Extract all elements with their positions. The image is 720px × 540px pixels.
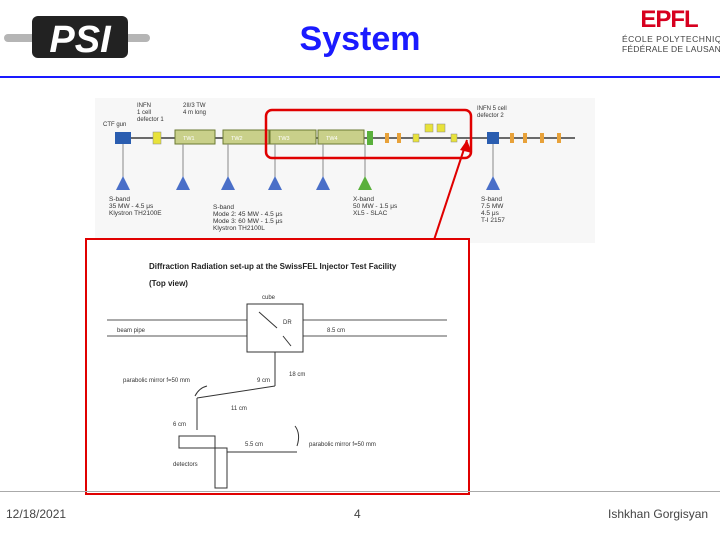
tw-section-3-label: TW3: [278, 136, 290, 142]
tw-section-1-label: TW1: [183, 136, 195, 142]
dist-9-label: 9 cm: [257, 378, 270, 384]
ctf-gun-label: CTF gun: [103, 122, 126, 128]
parabolic-mirror-right: [294, 425, 300, 447]
klystron-triangle: [316, 176, 330, 190]
psi-logo-text: PSI: [49, 19, 112, 60]
mirror-right-label: parabolic mirror f=50 mm: [309, 442, 376, 448]
chicane-dipole: [450, 133, 458, 143]
tw-section-2-label: TW2: [231, 136, 243, 142]
sband-right-label-2: 7.5 MW: [481, 203, 504, 210]
dist-85-label: 8.5 cm: [327, 328, 345, 334]
defector-2-label-2: defector 2: [477, 113, 504, 119]
epfl-logo-text: EPFL: [640, 6, 698, 30]
dr-setup-diagram: Diffraction Radiation set-up at the Swis…: [107, 262, 447, 489]
defector-1-label-1: INFN: [137, 103, 151, 109]
sband-mid-label-2: Mode 2: 45 MW - 4.5 μs: [213, 211, 283, 218]
cube-mirror: [282, 335, 292, 347]
dist-18-label: 18 cm: [289, 372, 305, 378]
chicane-dipole: [424, 123, 434, 133]
sband-right-label-1: S-band: [481, 196, 502, 203]
klystron-triangle: [221, 176, 235, 190]
sband-right-label-4: T-I 2157: [481, 217, 505, 224]
detector-body: [214, 447, 228, 489]
xband-label-1: X-band: [353, 196, 374, 203]
mirror-left-label: parabolic mirror f=50 mm: [123, 378, 190, 384]
defector-1: [152, 131, 162, 145]
chicane-dipole: [436, 123, 446, 133]
defector-2: [487, 132, 499, 144]
sband-mid-label-1: S-band: [213, 204, 234, 211]
sband-mid-label-3: Mode 3: 60 MW - 1.5 μs: [213, 218, 283, 225]
dist-6-label: 6 cm: [173, 422, 186, 428]
xband-cavity: [367, 131, 373, 145]
tw-section-4: TW4: [317, 129, 365, 145]
detectors-label: detectors: [173, 462, 198, 468]
parabolic-mirror-left: [194, 385, 208, 397]
tw-section-3: TW3: [269, 129, 317, 145]
magnet: [397, 133, 401, 143]
klystron-triangle-xband: [358, 176, 372, 190]
page-number: 4: [354, 507, 361, 521]
sband-right-label-3: 4.5 μs: [481, 210, 500, 217]
detector-top: [178, 435, 216, 449]
footer-divider: [0, 491, 720, 492]
dist-55-label: 5.5 cm: [245, 442, 263, 448]
magnet: [510, 133, 514, 143]
dr-label: DR: [283, 320, 292, 326]
dist-11-label: 11 cm: [231, 406, 247, 412]
xband-label-2: 50 MW - 1.5 μs: [353, 203, 398, 210]
defector-2-label-1: INFN 5 cell: [477, 106, 507, 112]
sband-mid-label-4: Klystron TH2100L: [213, 225, 265, 232]
epfl-name-line-2: FÉDÉRALE DE LAUSANNE: [622, 44, 720, 54]
epfl-logo: EPFL ÉCOLE POLYTECHNIQUE FÉDÉRALE DE LAU…: [622, 6, 720, 56]
ctf-gun: [115, 132, 131, 144]
dr-setup-panel: Diffraction Radiation set-up at the Swis…: [85, 238, 470, 495]
setup-title: Diffraction Radiation set-up at the Swis…: [149, 262, 397, 271]
magnet: [540, 133, 544, 143]
klystron-triangle: [486, 176, 500, 190]
sband-left-label-2: 35 MW - 4.5 μs: [109, 203, 154, 210]
defector-1-label-3: defector 1: [137, 117, 164, 123]
footer-date: 12/18/2021: [6, 507, 67, 521]
psi-logo: PSI: [2, 10, 152, 61]
cube-label: cube: [262, 295, 276, 301]
klystron-triangle: [116, 176, 130, 190]
highlight-region: [264, 108, 473, 160]
epfl-name-line-1: ÉCOLE POLYTECHNIQUE: [622, 34, 720, 44]
sband-left-label-3: Klystron TH2100E: [109, 210, 162, 217]
xband-label-3: XL5 - SLAC: [353, 210, 388, 217]
magnet: [385, 133, 389, 143]
magnet: [557, 133, 561, 143]
tw-label-1: 2II/3 TW: [183, 103, 206, 109]
tw-section-4-label: TW4: [326, 136, 338, 142]
optical-path-diagonal: [196, 385, 276, 399]
sband-left-label-1: S-band: [109, 196, 130, 203]
defector-1-label-2: 1 cell: [137, 110, 151, 116]
slide-title: System: [299, 20, 421, 58]
title-divider: [0, 76, 720, 78]
klystron-triangle: [176, 176, 190, 190]
tw-section-1: TW1: [174, 129, 216, 145]
tw-label-2: 4 m long: [183, 110, 206, 116]
klystron-triangle: [268, 176, 282, 190]
footer-author: Ishkhan Gorgisyan: [608, 507, 709, 521]
beamline-schematic: CTF gun INFN 1 cell defector 1 2II/3 TW …: [95, 98, 595, 243]
chicane-dipole: [412, 133, 420, 143]
beam-pipe-label: beam pipe: [117, 328, 146, 334]
cube: [246, 303, 304, 353]
dr-target: [258, 311, 278, 329]
magnet: [523, 133, 527, 143]
setup-subtitle: (Top view): [149, 279, 188, 288]
tw-section-2: TW2: [222, 129, 270, 145]
